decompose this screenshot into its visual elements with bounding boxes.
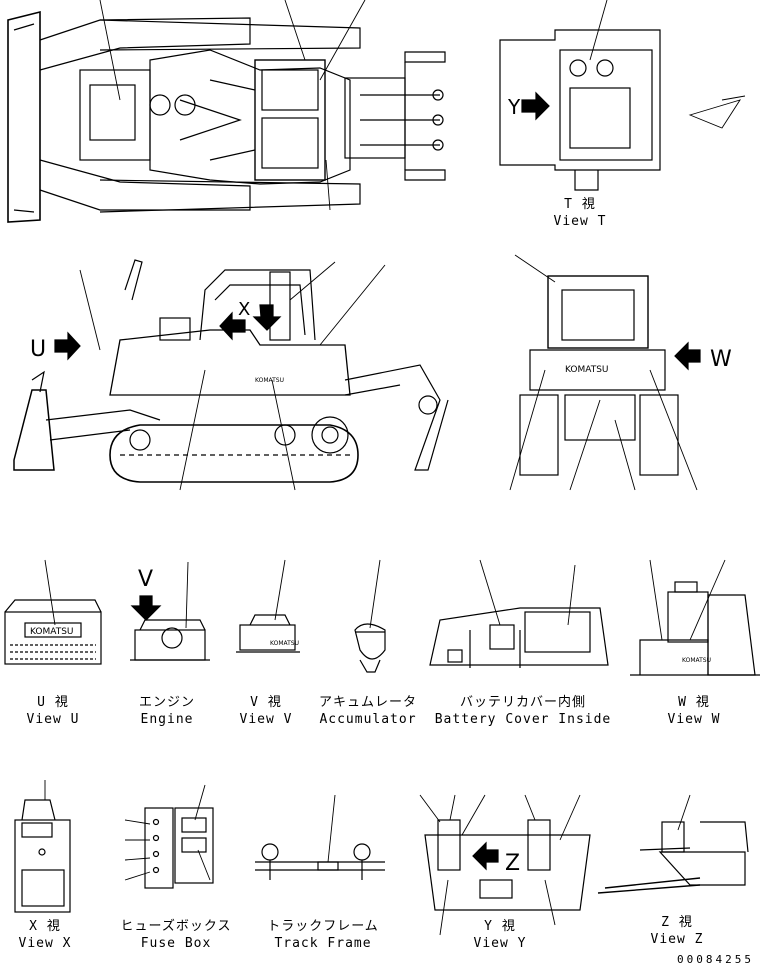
view-t-drawing: Y [499, 0, 746, 191]
caption-view-y: Y 視 View Y [474, 918, 527, 952]
view-u-drawing: KOMATSU [4, 559, 102, 665]
caption-accumulator-ja: アキュムレータ [318, 695, 418, 710]
caption-battery-cover: バッテリカバー内側 Battery Cover Inside [435, 694, 612, 728]
view-y-drawing: Z [419, 794, 591, 936]
caption-engine: エンジン Engine [139, 694, 195, 728]
caption-view-v-en: View V [239, 712, 293, 727]
view-z-drawing [597, 794, 749, 894]
caption-view-x-en: View X [18, 936, 72, 951]
caption-fusebox-en: Fuse Box [140, 936, 212, 951]
document-number: 00084255 [677, 953, 754, 966]
arrow-label-w: W [710, 347, 732, 372]
arrow-label-z: Z [505, 851, 520, 876]
caption-view-u-en: View U [26, 712, 80, 727]
arrow-w-icon [674, 341, 701, 371]
brand-view-v: KOMATSU [270, 640, 299, 647]
caption-view-z: Z 視 View Z [651, 914, 704, 948]
arrow-label-u: U [30, 337, 46, 362]
caption-engine-ja: エンジン [138, 695, 196, 710]
caption-fuse-box: ヒューズボックス Fuse Box [121, 918, 232, 952]
brand-view-w: KOMATSU [682, 657, 711, 664]
brand-view-u: KOMATSU [30, 627, 74, 637]
caption-accumulator-en: Accumulator [319, 712, 417, 727]
view-x-drawing [14, 780, 71, 913]
caption-view-x-ja: X 視 [29, 919, 61, 934]
caption-engine-en: Engine [140, 712, 194, 727]
caption-track-frame: トラックフレーム Track Frame [267, 918, 379, 952]
caption-view-w-ja: W 視 [678, 695, 710, 710]
caption-view-v: V 視 View V [240, 694, 293, 728]
engine-drawing: V [130, 561, 210, 661]
caption-view-y-en: View Y [473, 936, 527, 951]
arrow-label-v: V [138, 567, 153, 592]
dozer-rear-view: KOMATSU W [509, 254, 732, 491]
caption-fusebox-ja: ヒューズボックス [120, 919, 232, 934]
brand-rear: KOMATSU [565, 365, 609, 375]
caption-view-v-ja: V 視 [250, 695, 282, 710]
caption-view-x: X 視 View X [19, 918, 72, 952]
caption-view-w: W 視 View W [668, 694, 721, 728]
accumulator-drawing [354, 559, 386, 673]
arrow-label-x: X [238, 299, 250, 320]
view-w-drawing: KOMATSU [630, 559, 760, 676]
caption-battery-en: Battery Cover Inside [434, 712, 612, 727]
caption-view-z-en: View Z [650, 932, 704, 947]
arrow-v-icon [252, 304, 282, 331]
caption-battery-ja: バッテリカバー内側 [459, 695, 587, 710]
fuse-box-drawing [124, 784, 214, 889]
battery-cover-drawing [429, 559, 609, 668]
arrow-y-icon [521, 91, 550, 121]
caption-view-u: U 視 View U [27, 694, 80, 728]
arrow-x1-icon [219, 311, 246, 341]
view-v-drawing: KOMATSU [236, 559, 300, 653]
caption-trackframe-en: Track Frame [274, 936, 372, 951]
dozer-side-view: U X KOMATSU [13, 259, 449, 491]
caption-trackframe-ja: トラックフレーム [267, 919, 379, 934]
caption-view-t-en: View T [553, 214, 607, 229]
dozer-top-view [7, 0, 446, 223]
caption-view-t: T 視 View T [554, 196, 607, 230]
caption-view-z-ja: Z 視 [661, 915, 693, 930]
track-frame-drawing [255, 794, 385, 880]
arrow-label-y: Y [507, 95, 521, 119]
caption-view-u-ja: U 視 [37, 695, 69, 710]
caption-view-w-en: View W [667, 712, 721, 727]
arrow-u-icon [54, 331, 81, 361]
brand-side: KOMATSU [255, 377, 284, 384]
caption-accumulator: アキュムレータ Accumulator [319, 694, 417, 728]
caption-view-y-ja: Y 視 [484, 919, 516, 934]
caption-view-t-ja: T 視 [564, 197, 596, 212]
